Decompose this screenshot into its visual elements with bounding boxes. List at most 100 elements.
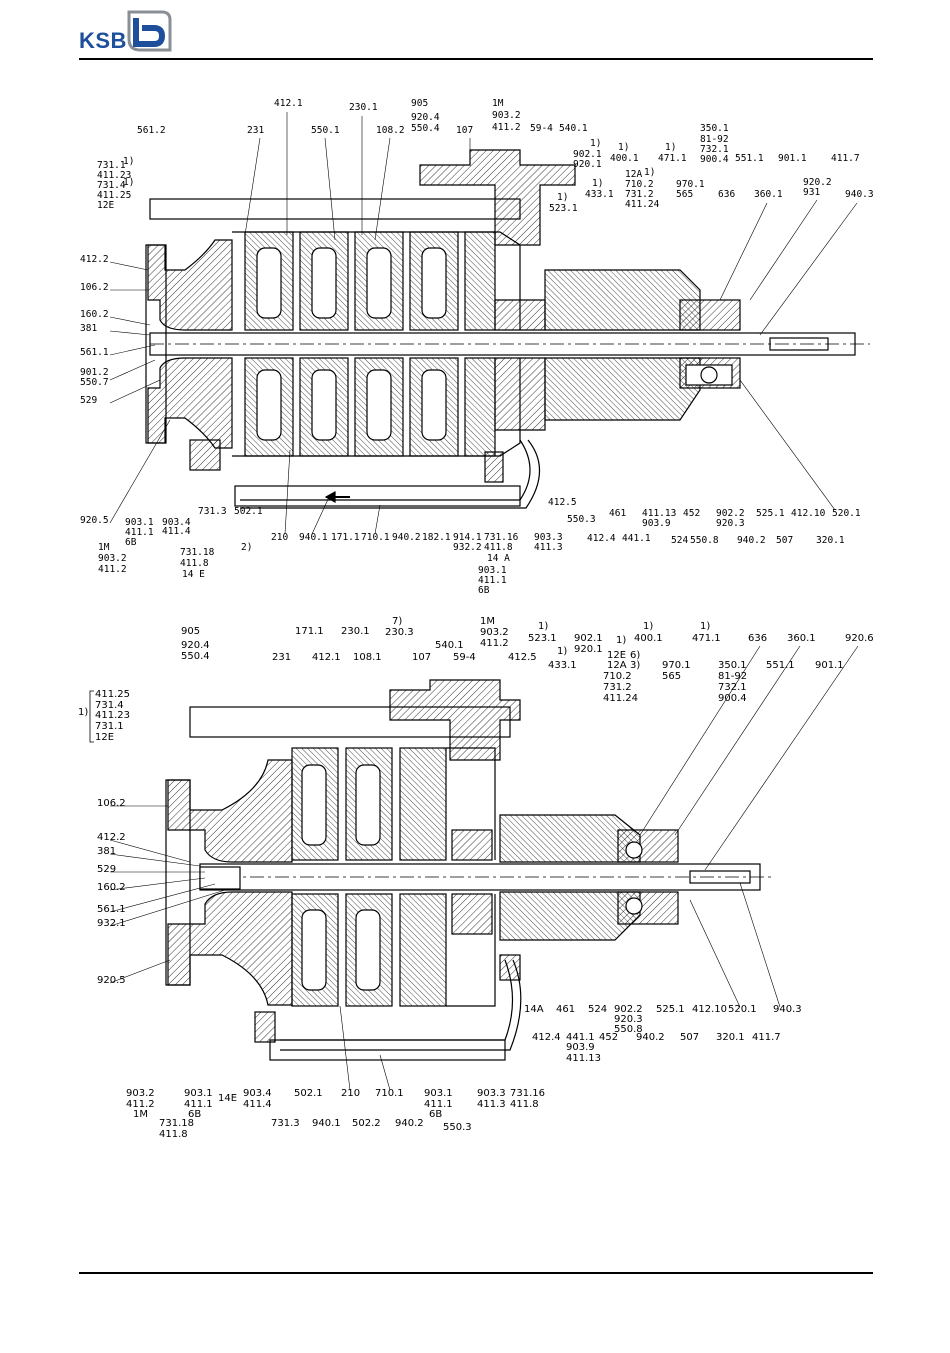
drawing2-part-label: 471.1 bbox=[692, 633, 721, 644]
drawing1-part-label: 540.1 bbox=[559, 123, 588, 134]
drawing2-part-label: 412.4 bbox=[532, 1032, 561, 1043]
drawing1-part-label: 1) bbox=[123, 177, 134, 188]
drawing1-part-label: 920.4 bbox=[411, 112, 440, 123]
drawing1-part-label: 731.3 bbox=[198, 506, 227, 517]
drawing2-part-label: 920.4 bbox=[181, 640, 210, 651]
drawing1-part-label: 182.1 bbox=[422, 532, 451, 543]
drawing2-part-label: 12E bbox=[95, 732, 114, 743]
drawing2-part-label: 901.1 bbox=[815, 660, 844, 671]
drawing2-part-label: 731.1 bbox=[95, 721, 124, 732]
drawing1-part-label: 931 bbox=[803, 187, 820, 198]
drawing2-part-label: 411.25 bbox=[95, 689, 130, 700]
drawing1-part-label: 1) bbox=[592, 178, 603, 189]
drawing1-part-label: 561.1 bbox=[80, 347, 109, 358]
drawing2-part-label: 411.23 bbox=[95, 710, 130, 721]
drawing1-part-label: 550.8 bbox=[690, 535, 719, 546]
drawing2-part-label: 160.2 bbox=[97, 882, 126, 893]
drawing1-part-label: 903.4 bbox=[162, 517, 191, 528]
logo-text: KSB bbox=[79, 28, 127, 53]
drawing2-part-label: 320.1 bbox=[716, 1032, 745, 1043]
drawing1-part-label: 412.4 bbox=[587, 533, 616, 544]
drawing2-part-label: 551.1 bbox=[766, 660, 795, 671]
drawing2-part-label: 1) bbox=[78, 707, 88, 718]
drawing2-part-label: 731.4 bbox=[95, 700, 124, 711]
drawing2-part-label: 230.1 bbox=[341, 626, 370, 637]
ksb-logo: KSB bbox=[79, 10, 179, 54]
drawing2-part-label: 14A bbox=[524, 1004, 544, 1015]
drawing2-part-label: 902.1 bbox=[574, 633, 603, 644]
drawing1-part-label: 551.1 bbox=[735, 153, 764, 164]
drawing2-part-label: 502.2 bbox=[352, 1118, 381, 1129]
drawing2-part-label: 411.8 bbox=[510, 1099, 539, 1110]
drawing1-part-label: 1M bbox=[492, 98, 504, 109]
drawing2-part-label: 412.2 bbox=[97, 832, 126, 843]
drawing1-part-label: 710.2 bbox=[625, 179, 654, 190]
drawing1-part-label: 940.3 bbox=[845, 189, 874, 200]
drawing2-part-label: 920.1 bbox=[574, 644, 603, 655]
drawing1-part-label: 360.1 bbox=[754, 189, 783, 200]
drawing1-part-label: 59-4 bbox=[530, 123, 553, 134]
drawing2-part-label: 411.1 bbox=[424, 1099, 453, 1110]
drawing-2-pump-section bbox=[165, 679, 775, 1061]
drawing1-part-label: 12E bbox=[97, 200, 114, 211]
drawing2-part-label: 524 bbox=[588, 1004, 607, 1015]
drawing1-part-label: 412.1 bbox=[274, 98, 303, 109]
drawing1-part-label: 905 bbox=[411, 98, 428, 109]
drawing2-part-label: 732.1 bbox=[718, 682, 747, 693]
drawing2-part-label: 108.1 bbox=[353, 652, 382, 663]
drawing2-part-label: 920.6 bbox=[845, 633, 874, 644]
drawing1-part-label: 108.2 bbox=[376, 125, 405, 136]
drawing2-part-label: 1) bbox=[616, 635, 626, 646]
drawing1-part-label: 1) bbox=[644, 167, 655, 178]
drawing1-part-label: 411.4 bbox=[162, 526, 191, 537]
drawing1-part-label: 411.13 bbox=[642, 508, 676, 519]
drawing1-part-label: 433.1 bbox=[585, 189, 614, 200]
drawing1-part-label: 932.2 bbox=[453, 542, 482, 553]
drawing1-part-label: 902.2 bbox=[716, 508, 745, 519]
drawing1-part-label: 1) bbox=[590, 138, 601, 149]
drawing2-part-label: 461 bbox=[556, 1004, 575, 1015]
drawing2-part-label: 905 bbox=[181, 626, 200, 637]
drawing2-part-label: 3) bbox=[630, 660, 640, 671]
drawing2-part-label: 381 bbox=[97, 846, 116, 857]
drawing2-part-label: 1M bbox=[480, 616, 495, 627]
group-bracket bbox=[89, 690, 94, 743]
drawing2-part-label: 920.5 bbox=[97, 975, 126, 986]
drawing2-part-label: 400.1 bbox=[634, 633, 663, 644]
drawing2-part-label: 6B bbox=[429, 1109, 442, 1120]
drawing1-part-label: 230.1 bbox=[349, 102, 378, 113]
drawing2-part-label: 107 bbox=[412, 652, 431, 663]
drawing2-part-label: 550.3 bbox=[443, 1122, 472, 1133]
drawing1-part-label: 411.8 bbox=[180, 558, 209, 569]
drawing1-part-label: 710.1 bbox=[361, 532, 390, 543]
drawing1-part-label: 529 bbox=[80, 395, 97, 406]
drawing1-part-label: 940.2 bbox=[737, 535, 766, 546]
drawing1-part-label: 1) bbox=[557, 192, 568, 203]
drawing1-part-label: 411.7 bbox=[831, 153, 860, 164]
drawing2-part-label: 411.8 bbox=[159, 1129, 188, 1140]
drawing2-part-label: 411.1 bbox=[184, 1099, 213, 1110]
drawing1-part-label: 731.16 bbox=[484, 532, 519, 543]
drawing1-part-label: 507 bbox=[776, 535, 793, 546]
drawing2-part-label: 502.1 bbox=[294, 1088, 323, 1099]
drawing1-part-label: 411.1 bbox=[478, 575, 507, 586]
drawing1-part-label: 106.2 bbox=[80, 282, 109, 293]
drawing1-part-label: 903.1 bbox=[125, 517, 154, 528]
drawing1-part-label: 471.1 bbox=[658, 153, 687, 164]
drawing2-part-label: 350.1 bbox=[718, 660, 747, 671]
drawing1-part-label: 914.1 bbox=[453, 532, 482, 543]
drawing2-part-label: 411.2 bbox=[126, 1099, 155, 1110]
drawing1-part-label: 14 A bbox=[487, 553, 510, 564]
drawing1-part-label: 411.2 bbox=[98, 564, 127, 575]
footer-rule bbox=[79, 1272, 873, 1274]
drawing1-part-label: 502.1 bbox=[234, 506, 263, 517]
drawing1-part-label: 550.7 bbox=[80, 377, 109, 388]
drawing1-part-label: 524 bbox=[671, 535, 688, 546]
drawing2-part-label: 6B bbox=[188, 1109, 201, 1120]
drawing1-part-label: 550.1 bbox=[311, 125, 340, 136]
drawing1-part-label: 636 bbox=[718, 189, 735, 200]
drawing1-part-label: 210 bbox=[271, 532, 288, 543]
drawing1-part-label: 6B bbox=[478, 585, 490, 596]
ksb-logo-mark-icon bbox=[127, 10, 172, 52]
